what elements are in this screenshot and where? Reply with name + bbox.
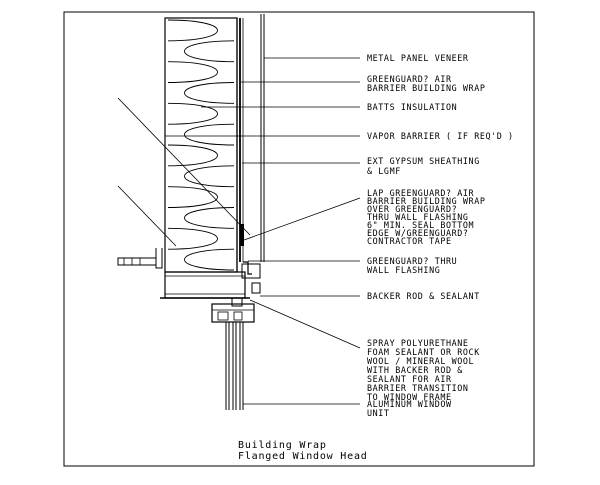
- callout-vapor-barrier: VAPOR BARRIER ( IF REQ'D ): [367, 131, 514, 141]
- callout-ext-gypsum-sheathing: EXT GYPSUM SHEATHING& LGMF: [367, 156, 480, 176]
- wall-layers: [236, 14, 265, 275]
- batts-insulation-cavity: [164, 17, 238, 273]
- caption-line-1: Building Wrap: [238, 440, 327, 451]
- callout-metal-panel-veneer: METAL PANEL VENEER: [367, 53, 469, 63]
- caption-line-2: Flanged Window Head: [238, 451, 368, 462]
- drawing-border: [63, 11, 535, 467]
- callout-batts-insulation: BATTS INSULATION: [367, 102, 457, 112]
- callout-backer-rod-sealant: BACKER ROD & SEALANT: [367, 291, 480, 301]
- head-track: [117, 248, 261, 299]
- aluminum-window-frame: [211, 297, 255, 410]
- leader-lines: [165, 57, 361, 405]
